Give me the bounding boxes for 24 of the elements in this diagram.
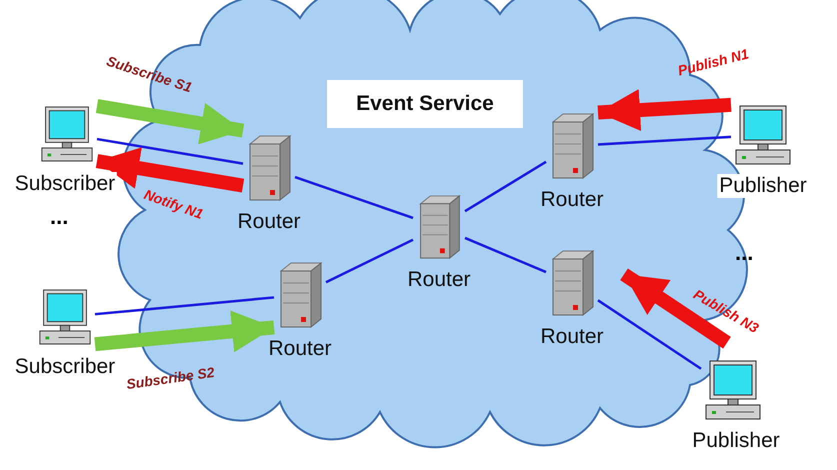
connection-line [294, 176, 414, 220]
edge-label: Subscribe S2 [125, 364, 216, 392]
connection-line [94, 296, 274, 316]
edge-label: Publish N1 [676, 45, 750, 79]
connection-line [464, 236, 546, 274]
node-label: Router [406, 268, 472, 292]
node-label: Router [236, 210, 302, 234]
ellipsis-text: ... [735, 240, 754, 266]
node-label: Publisher [717, 174, 809, 198]
ellipsis-text: ... [50, 204, 68, 230]
block-arrow [96, 99, 244, 144]
edge-label: Notify N1 [142, 186, 206, 222]
block-arrow [620, 268, 731, 349]
group-title: Event Service [327, 80, 523, 128]
connection-line [598, 136, 732, 146]
connection-line [96, 138, 244, 165]
node-label: Router [539, 188, 605, 212]
connection-line [464, 160, 547, 212]
node-label: Router [267, 337, 333, 361]
block-arrow [96, 147, 244, 193]
connection-line [597, 299, 702, 370]
connection-line [325, 238, 414, 284]
block-arrow [94, 310, 275, 352]
node-label: Router [539, 325, 605, 349]
